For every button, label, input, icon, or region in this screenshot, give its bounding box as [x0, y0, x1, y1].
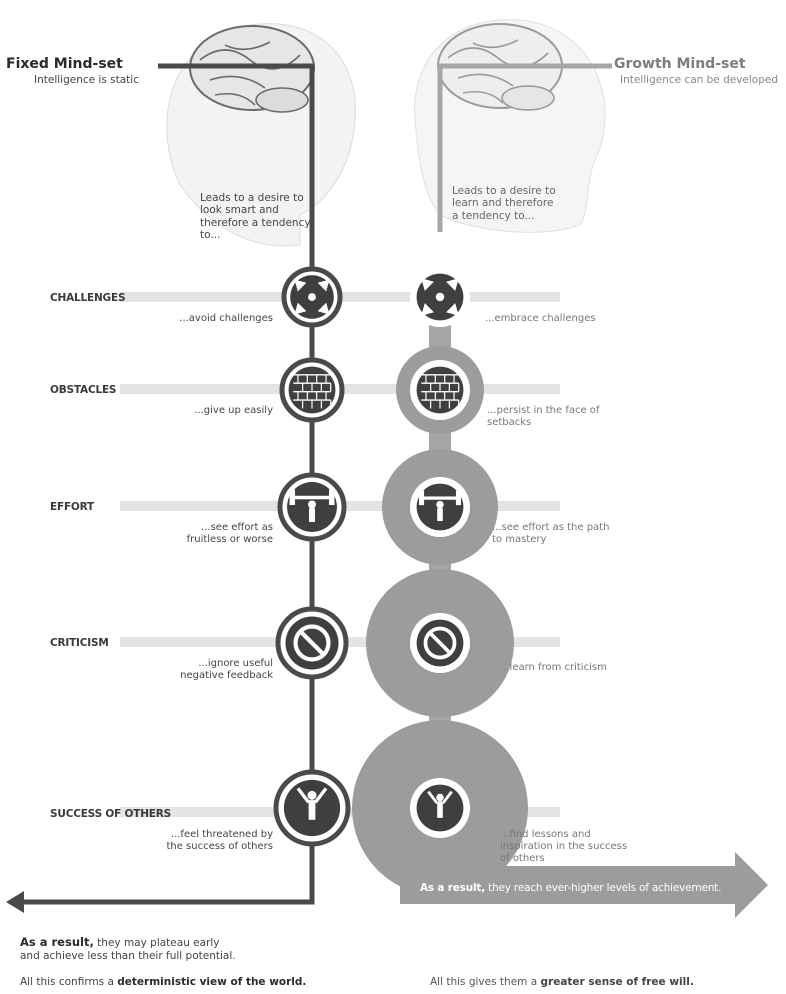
- growth-response-text: ...learn from criticism: [500, 662, 607, 673]
- fixed-brain-icon: [189, 25, 315, 113]
- fixed-weightlifter-icon: [277, 472, 347, 542]
- fixed-response-text: ...ignore useful negative feedback: [180, 658, 273, 681]
- category-label: CHALLENGES: [50, 292, 126, 304]
- fixed-conclusion: All this confirms a deterministic view o…: [20, 976, 306, 988]
- fixed-arrowhead: [6, 891, 24, 913]
- growth-mindset-title: Growth Mind-set: [614, 56, 746, 72]
- growth-response-text: ...find lessons and inspiration in the s…: [500, 829, 628, 864]
- fixed-conclusion-bold: deterministic view of the world.: [117, 976, 307, 988]
- growth-mindset-subtitle: Intelligence can be developed: [620, 74, 779, 86]
- fixed-winner-icon: [273, 769, 351, 847]
- category-label: EFFORT: [50, 501, 95, 513]
- growth-result-body: they reach ever-higher levels of achieve…: [485, 882, 722, 894]
- growth-response-text: ...persist in the face of setbacks: [487, 405, 600, 428]
- fixed-result-line2: and achieve less than their full potenti…: [20, 949, 236, 962]
- category-label: OBSTACLES: [50, 384, 117, 396]
- growth-leads-text: Leads to a desire to learn and therefore…: [452, 185, 556, 222]
- category-bands: [120, 292, 560, 817]
- growth-conclusion-bold: greater sense of free will.: [540, 976, 694, 988]
- fixed-mindset-subtitle: Intelligence is static: [34, 74, 139, 86]
- growth-result-text: As a result, they reach ever-higher leve…: [420, 882, 721, 894]
- growth-conclusion: All this gives them a greater sense of f…: [430, 976, 694, 988]
- fixed-result-label: As a result,: [20, 935, 94, 949]
- growth-response-text: ...see effort as the path to mastery: [492, 522, 610, 545]
- growth-prohibited-icon: [366, 569, 514, 717]
- fixed-arrows-inward-icon: [281, 266, 343, 328]
- category-label: SUCCESS OF OTHERS: [50, 808, 172, 820]
- fixed-result-text: As a result, they may plateau early and …: [20, 935, 236, 962]
- growth-weightlifter-icon: [382, 449, 498, 565]
- growth-result-arrow: [400, 838, 768, 918]
- fixed-prohibited-icon: [275, 606, 349, 680]
- fixed-response-text: ...give up easily: [194, 405, 273, 416]
- category-circles: [273, 266, 528, 896]
- growth-response-text: ...embrace challenges: [485, 313, 596, 324]
- category-label: CRITICISM: [50, 637, 109, 649]
- growth-result-label: As a result,: [420, 882, 486, 894]
- fixed-leads-text: Leads to a desire to look smart and ther…: [200, 192, 311, 242]
- growth-conclusion-prefix: All this gives them a: [430, 976, 541, 988]
- fixed-result-line1: they may plateau early: [93, 937, 220, 949]
- fixed-response-text: ...feel threatened by the success of oth…: [166, 829, 273, 852]
- growth-winner-icon: [352, 720, 528, 896]
- fixed-response-text: ...see effort as fruitless or worse: [186, 522, 273, 545]
- fixed-conclusion-prefix: All this confirms a: [20, 976, 118, 988]
- growth-path-line: [437, 63, 612, 232]
- fixed-response-text: ...avoid challenges: [179, 313, 273, 324]
- growth-arrows-inward-icon: [410, 267, 470, 327]
- fixed-brick-wall-icon: [279, 357, 345, 423]
- fixed-mindset-title: Fixed Mind-set: [6, 56, 123, 72]
- growth-brick-wall-icon: [396, 346, 484, 434]
